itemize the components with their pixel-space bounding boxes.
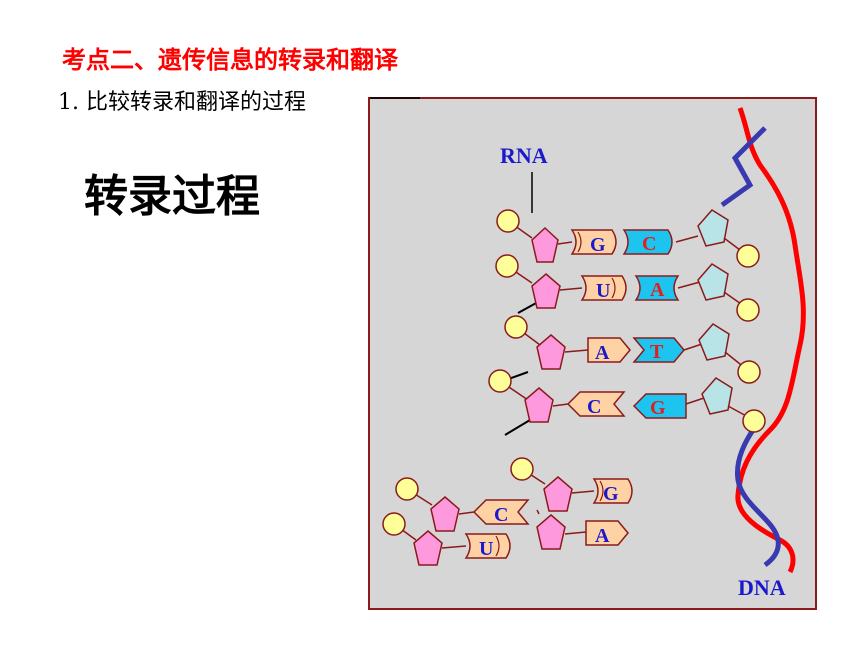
nucleotide-pair-4: C G [488, 369, 766, 433]
nucleotide-pair-2: U A [495, 254, 760, 322]
dna-strand-red [735, 107, 806, 574]
page-title: 考点二、遗传信息的转录和翻译 [62, 46, 398, 74]
nucleotide-pair-1: G C [496, 209, 760, 268]
rna-backbone [504, 419, 531, 436]
dna-strand-blue [720, 126, 781, 568]
dna-base: T [650, 341, 664, 363]
free-base: A [595, 525, 610, 547]
nucleotide-pair-3: A T [504, 315, 761, 384]
rna-base: G [590, 234, 606, 256]
free-nucleotide-a: A [536, 509, 629, 550]
page-subtitle: 1. 比较转录和翻译的过程 [58, 90, 306, 115]
free-nucleotide-c: C [395, 477, 530, 532]
free-nucleotide-g: G [510, 457, 633, 512]
free-base: C [494, 504, 508, 526]
rna-label: RNA [500, 143, 548, 168]
dna-base: G [650, 397, 666, 419]
dna-label: DNA [738, 575, 786, 600]
rna-backbone [517, 301, 539, 314]
dna-base: C [642, 233, 656, 255]
free-nucleotide-u: U [382, 512, 511, 566]
free-base: U [479, 538, 493, 560]
rna-base: C [587, 396, 601, 418]
rna-base: A [595, 342, 610, 364]
rna-base: U [596, 280, 610, 302]
free-base: G [603, 483, 619, 505]
transcription-process-label: 转录过程 [84, 171, 260, 222]
dna-base: A [650, 279, 665, 301]
